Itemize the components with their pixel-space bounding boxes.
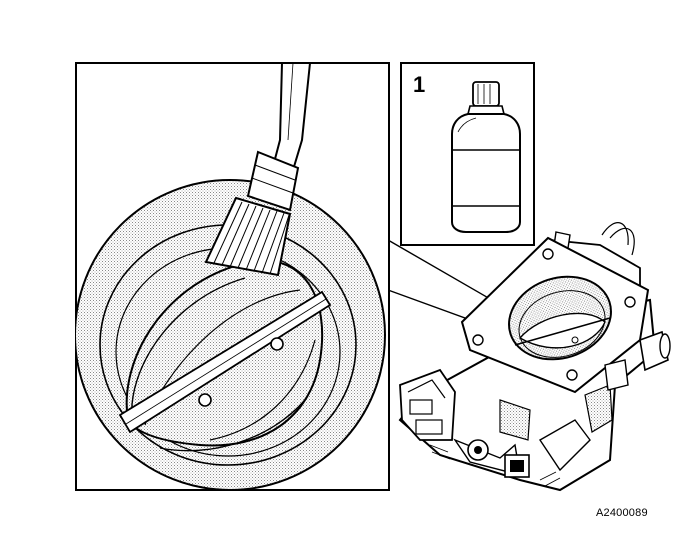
figure-code: A2400089 [596, 507, 648, 519]
cleaner-bottle-panel [400, 62, 535, 246]
throttle-plate-icon [118, 259, 332, 452]
cleaning-brush-icon [204, 63, 312, 277]
zoom-detail-panel [75, 62, 390, 491]
cleaner-bottle-icon [451, 81, 521, 233]
callout-number: 1 [413, 72, 426, 97]
throttle-body-icon [398, 222, 671, 492]
